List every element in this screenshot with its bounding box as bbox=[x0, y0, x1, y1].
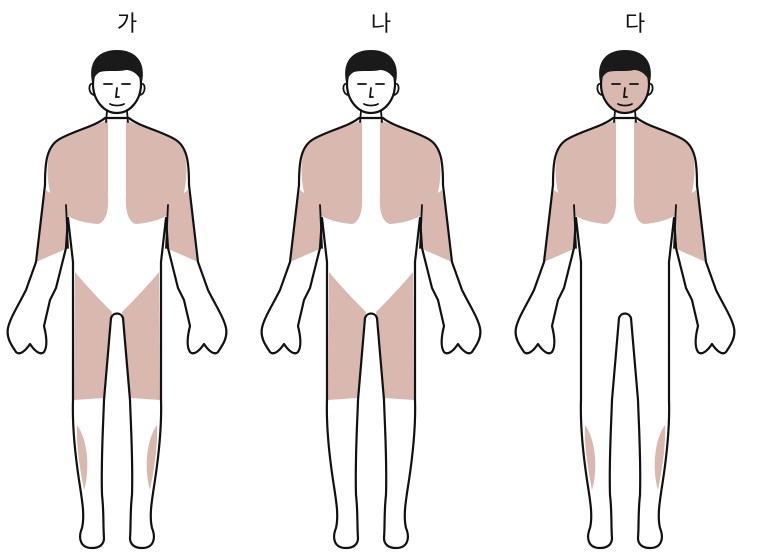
body bbox=[8, 50, 227, 548]
body bbox=[262, 50, 481, 548]
figure-panel-da: 다 bbox=[508, 0, 762, 553]
body bbox=[516, 50, 735, 548]
figure-panel-na: 나 bbox=[254, 0, 508, 553]
body-figure-da bbox=[508, 0, 762, 553]
figure-panel-ga: 가 bbox=[0, 0, 254, 553]
body-figure-ga bbox=[0, 0, 254, 553]
body-silhouette bbox=[262, 118, 481, 548]
body-figure-na bbox=[254, 0, 508, 553]
body-silhouette bbox=[516, 118, 735, 548]
body-silhouette bbox=[8, 118, 227, 548]
